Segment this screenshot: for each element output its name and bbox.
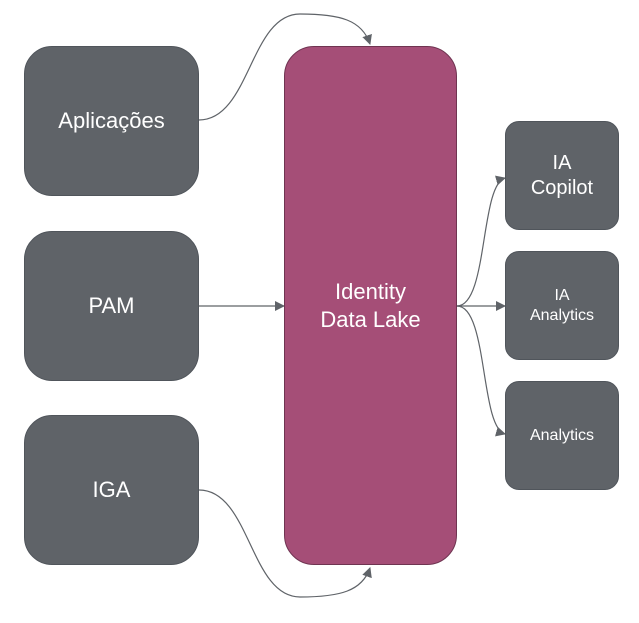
node-ia-copilot-label-line2: Copilot	[530, 176, 594, 199]
node-ia-copilot-label-line1: IA	[552, 151, 572, 174]
arrow-aplicacoes-to-lake	[198, 13, 372, 121]
node-ia-analytics-label-line1: IA	[554, 286, 570, 304]
arrow-iga-to-lake	[198, 489, 372, 598]
node-iga-label: IGA	[92, 477, 131, 503]
node-iga: IGA	[24, 415, 199, 565]
node-ia-copilot: IA Copilot	[505, 121, 619, 230]
arrow-lake-to-analytics	[456, 305, 506, 437]
node-pam: PAM	[24, 231, 199, 381]
node-analytics-label: Analytics	[529, 426, 595, 444]
node-ia-analytics-label-line2: Analytics	[529, 306, 595, 324]
node-identity-data-lake-label-line2: Data Lake	[320, 306, 421, 332]
node-identity-data-lake-label-line1: Identity	[335, 279, 406, 304]
node-identity-data-lake: Identity Data Lake	[284, 46, 457, 565]
node-aplicacoes-label: Aplicações	[58, 108, 165, 134]
node-analytics: Analytics	[505, 381, 619, 490]
arrow-lake-to-ia-copilot	[456, 175, 506, 307]
node-pam-label: PAM	[88, 293, 135, 319]
node-aplicacoes: Aplicações	[24, 46, 199, 196]
node-ia-analytics: IA Analytics	[505, 251, 619, 360]
